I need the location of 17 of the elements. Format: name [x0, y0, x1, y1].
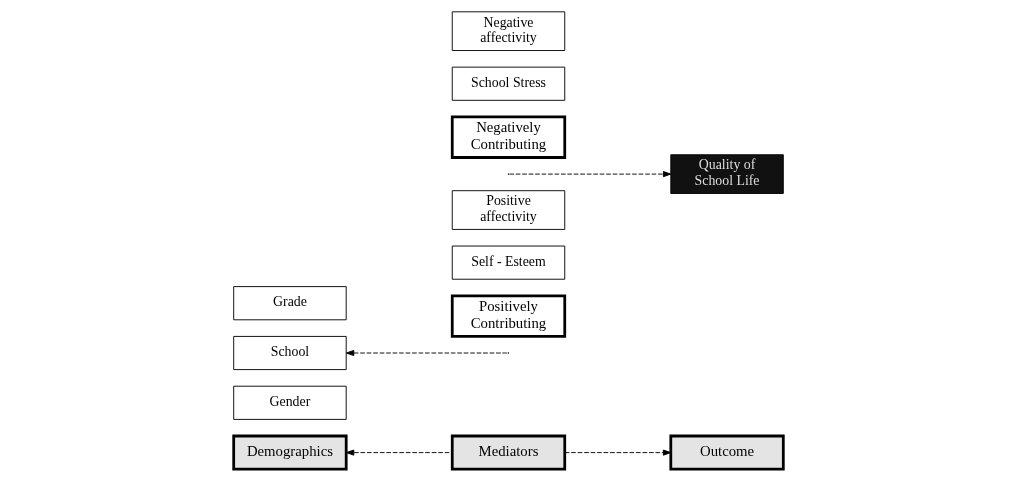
node-box: Quality of School Life — [670, 154, 784, 194]
node-box: Self - Esteem — [451, 245, 566, 280]
node-box: Outcome — [669, 434, 785, 471]
node-box: Negative affectivity — [451, 11, 566, 51]
node-box: Negatively Contributing — [450, 115, 567, 159]
arrow — [564, 449, 672, 456]
arrow — [509, 171, 672, 178]
node-box: School Stress — [451, 66, 566, 101]
node-box: School — [233, 335, 347, 371]
node-box: Demographics — [232, 434, 348, 471]
arrow — [345, 349, 508, 357]
node-box: Grade — [233, 286, 347, 321]
node-box: Gender — [233, 385, 347, 420]
arrow — [345, 449, 453, 456]
node-box: Positive affectivity — [451, 190, 566, 230]
node-box: Mediators — [450, 434, 567, 471]
node-box: Positively Contributing — [450, 294, 567, 338]
